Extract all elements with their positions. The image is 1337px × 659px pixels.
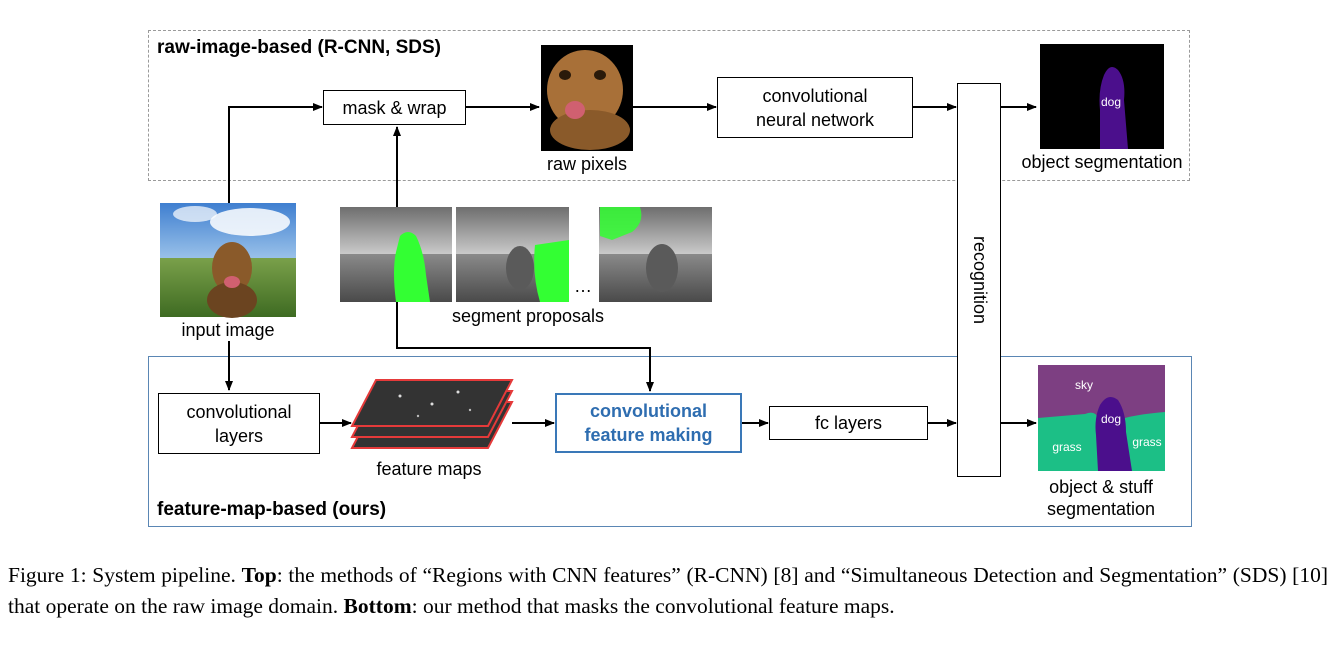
cnn-box: convolutional neural network [717,77,913,138]
caption-part-1: Figure 1: System pipeline. [8,563,242,587]
raw-pixels-label: raw pixels [546,154,628,174]
caption-bold-bottom: Bottom [343,594,412,618]
object-segmentation-label: object segmentation [1021,152,1183,172]
object-stuff-segmentation-image [1038,365,1165,471]
segment-proposals-label: segment proposals [451,306,605,326]
seg-sky-label: sky [1075,378,1093,392]
segment-proposal-2 [456,207,569,302]
raw-pixels-image [541,45,633,151]
conv-feature-making-box: convolutional feature making [555,393,742,453]
seg-grass-right-label: grass [1132,435,1162,449]
seg-grass-left-label: grass [1052,440,1082,454]
figure-caption: Figure 1: System pipeline. Top: the meth… [8,560,1328,622]
caption-bold-top: Top [241,563,277,587]
recognition-box [957,83,1001,477]
object-segmentation-image [1040,44,1164,149]
bottom-panel-title: feature-map-based (ours) [157,499,387,520]
fc-layers-box: fc layers [769,406,928,440]
input-image-photo [160,203,296,318]
caption-part-3: : our method that masks the convolutiona… [411,594,895,618]
input-image-label: input image [181,320,275,340]
segment-proposal-1 [340,207,452,302]
ellipsis-label: … [574,276,592,296]
segment-proposal-3 [599,207,712,302]
feature-maps-label: feature maps [376,459,482,479]
raw-image-based-panel [148,30,1190,181]
object-stuff-segmentation-label: object & stuff segmentation [1046,477,1156,519]
recognition-label: recognition [970,235,990,325]
feature-map-based-panel [148,356,1192,527]
seg-dog-label: dog [1100,412,1122,426]
caption-part-2: : the methods of “Regions with CNN featu… [8,563,1328,618]
conv-layers-box: convolutional layers [158,393,320,454]
mask-wrap-box: mask & wrap [323,90,466,125]
top-seg-dog-label: dog [1100,95,1122,109]
feature-maps-stack [350,379,514,449]
top-panel-title: raw-image-based (R-CNN, SDS) [157,37,441,58]
